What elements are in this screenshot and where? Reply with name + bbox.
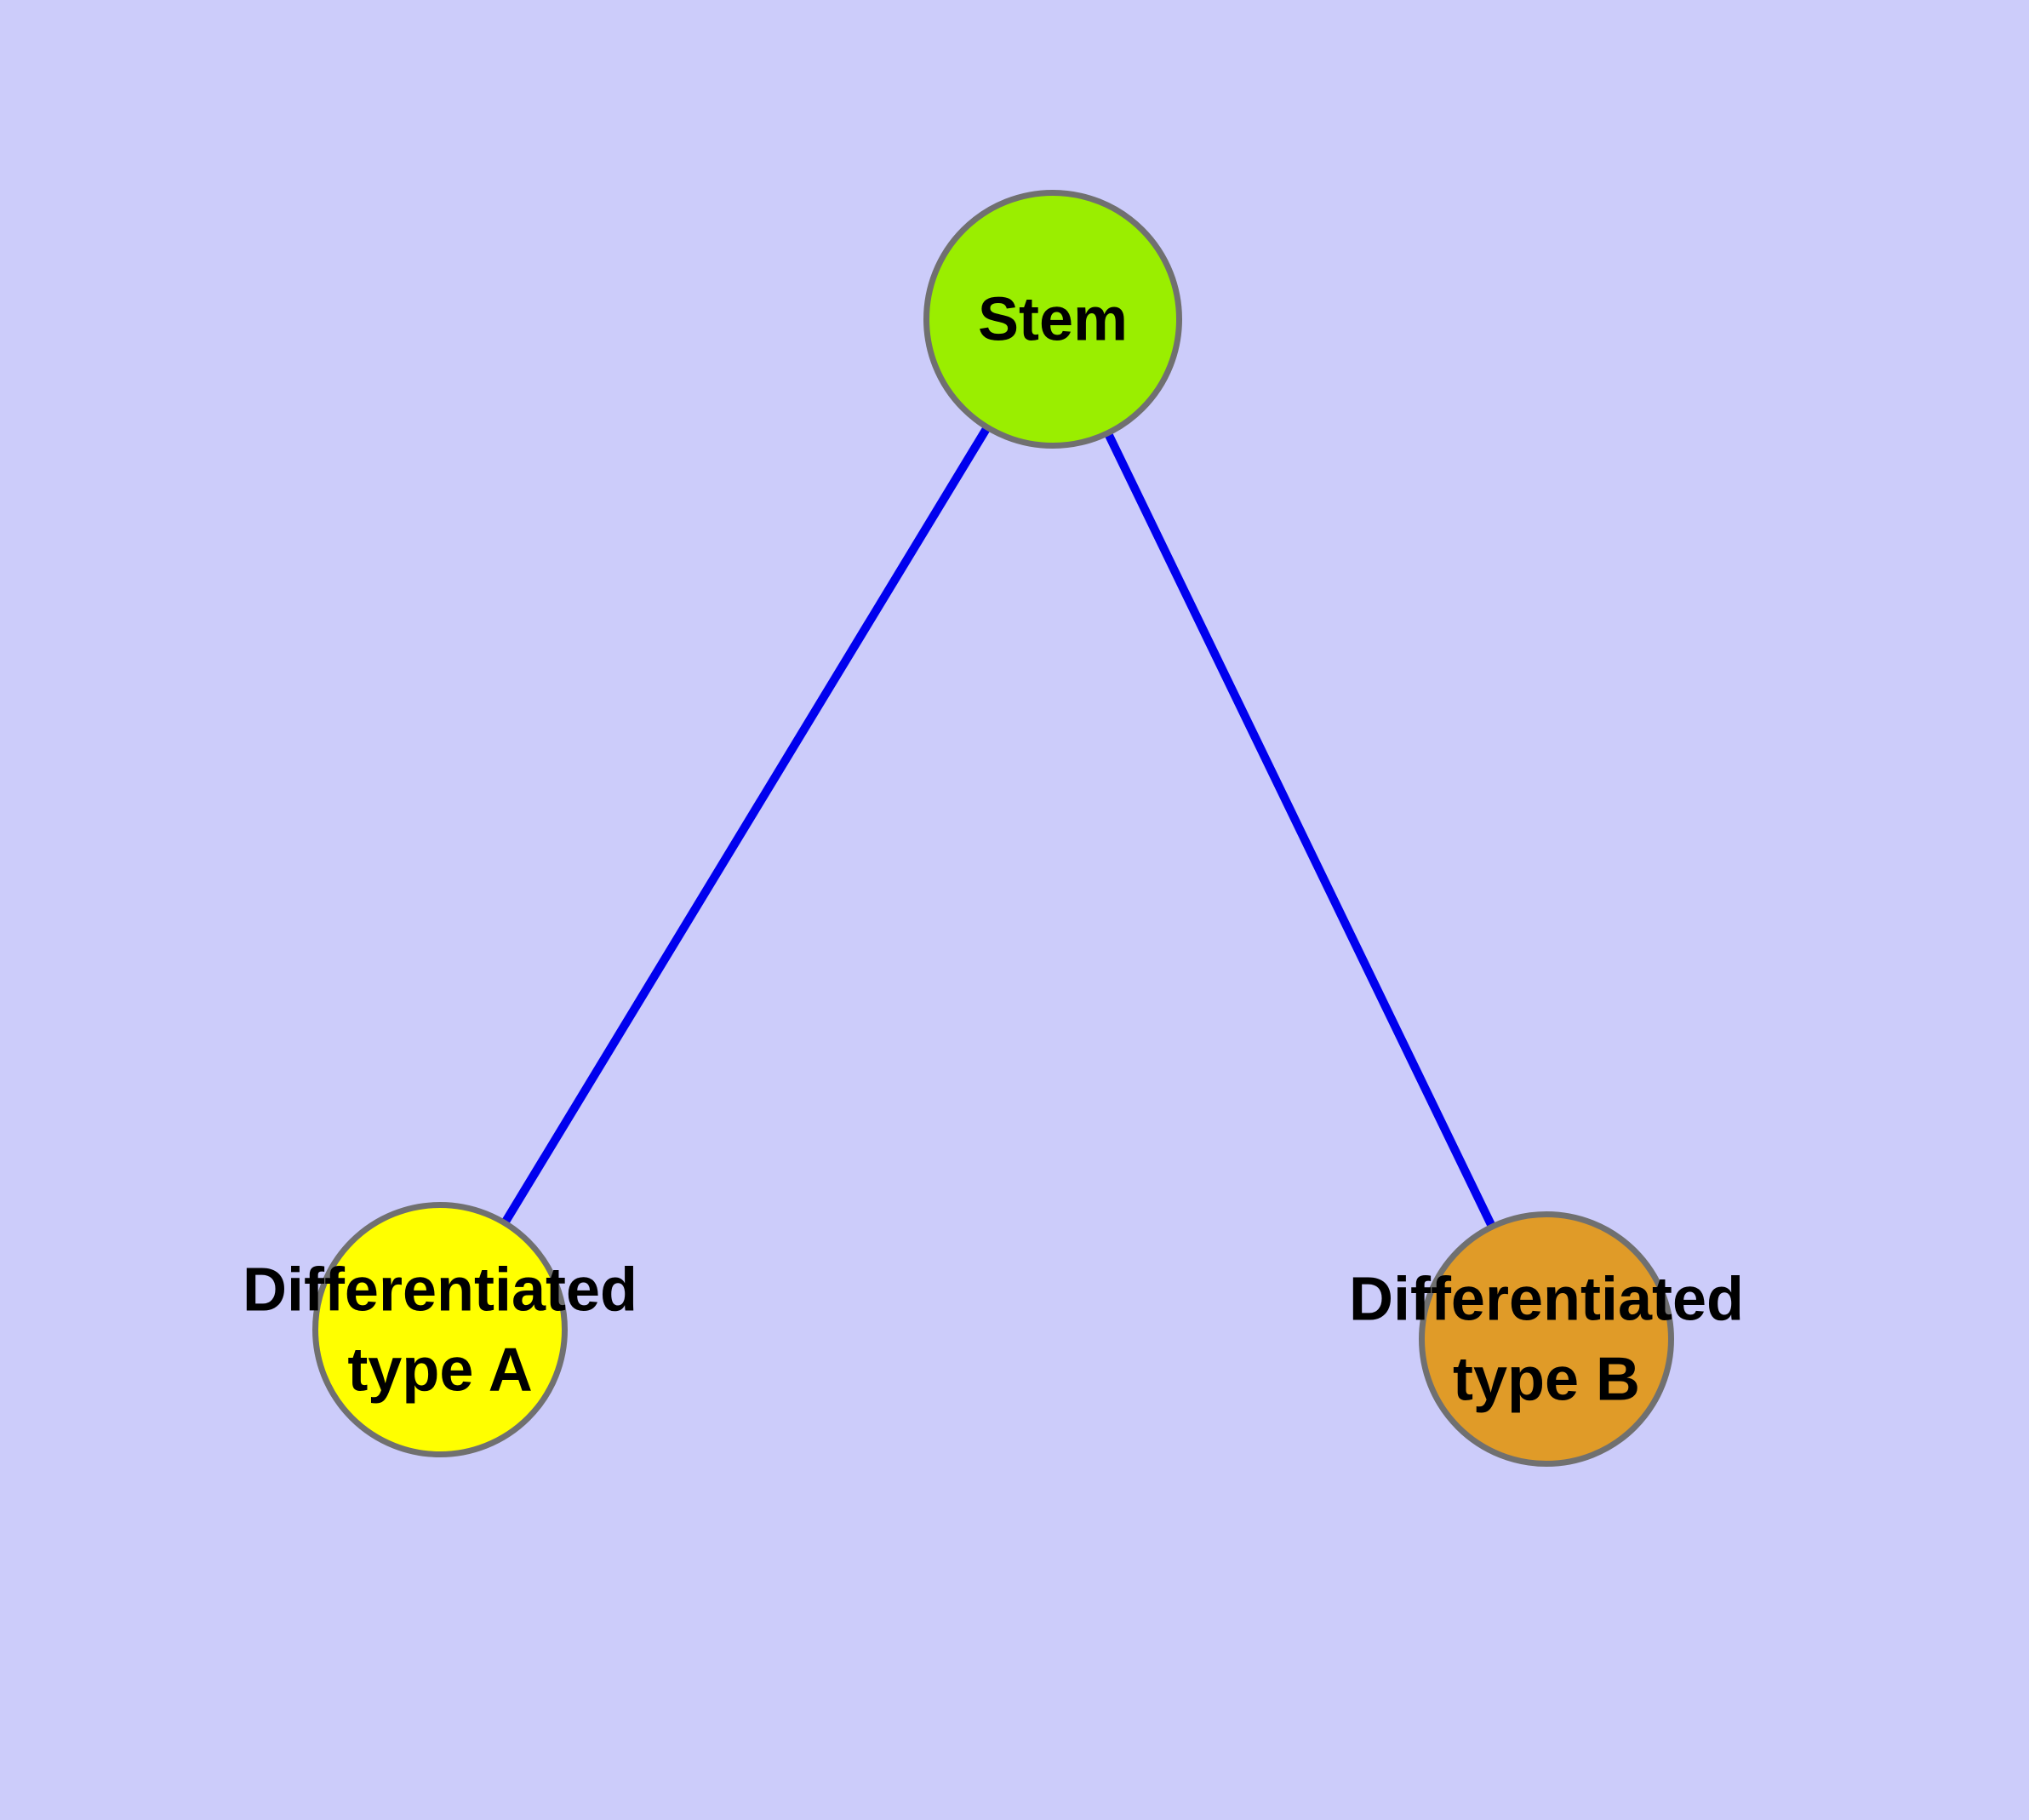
graph-node-label-line: type B [1453, 1345, 1640, 1413]
graph-node-label-line: type A [347, 1336, 532, 1404]
graph-node-label-line: Differentiated [243, 1256, 637, 1325]
nodes-group [312, 190, 1674, 1467]
graph-node-label-line: Stem [978, 285, 1128, 353]
graph-node-stem[interactable] [923, 190, 1182, 449]
graph-node-label-stem: Stem [978, 285, 1128, 353]
graph-edge-stem-to-b [1103, 431, 1496, 1229]
graph-edge-stem-to-a [500, 424, 992, 1226]
graph-node-label-line: Differentiated [1349, 1266, 1744, 1334]
graph-node-diff_a[interactable] [312, 1202, 568, 1457]
graph-node-label-diff_b: Differentiated type B [1349, 1266, 1744, 1414]
edges-group [500, 424, 1496, 1229]
graph-node-diff_b[interactable] [1419, 1211, 1674, 1467]
graph-node-label-diff_a: Differentiated type A [243, 1256, 637, 1405]
